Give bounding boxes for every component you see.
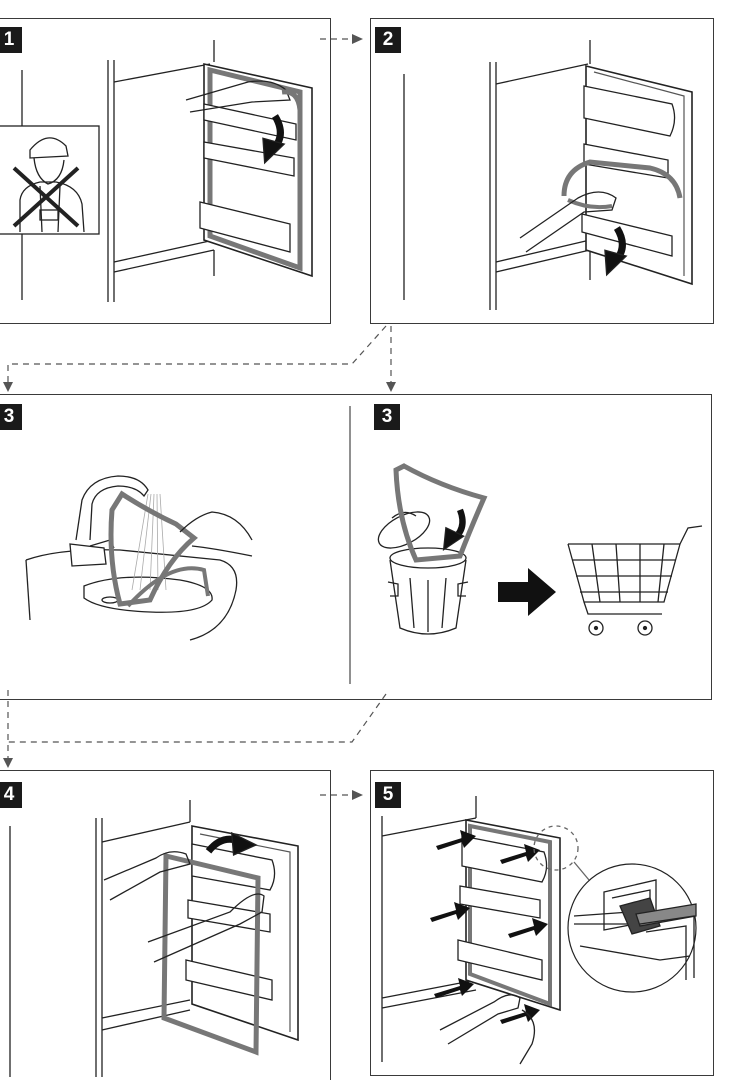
step-badge-2: 2 <box>375 27 401 53</box>
step-badge-5: 5 <box>375 782 401 808</box>
connector-2-3a <box>7 325 387 382</box>
step-badge-4: 4 <box>0 782 22 808</box>
step4-illustration <box>9 800 299 1077</box>
step1-illustration <box>0 40 313 302</box>
connector-3b-4 <box>8 693 387 743</box>
step3-wash-illustration <box>25 475 253 641</box>
step5-illustration <box>381 796 697 1065</box>
step-badge-3b: 3 <box>374 404 400 430</box>
connector-arrowheads <box>3 34 396 800</box>
flow-connectors <box>7 38 392 796</box>
panel-step-3 <box>0 394 712 700</box>
step2-illustration <box>403 40 693 310</box>
step-badge-1: 1 <box>0 27 22 53</box>
step-badge-3a: 3 <box>0 404 22 430</box>
press-arrows <box>430 830 548 1024</box>
step3-discard-illustration <box>377 463 703 636</box>
